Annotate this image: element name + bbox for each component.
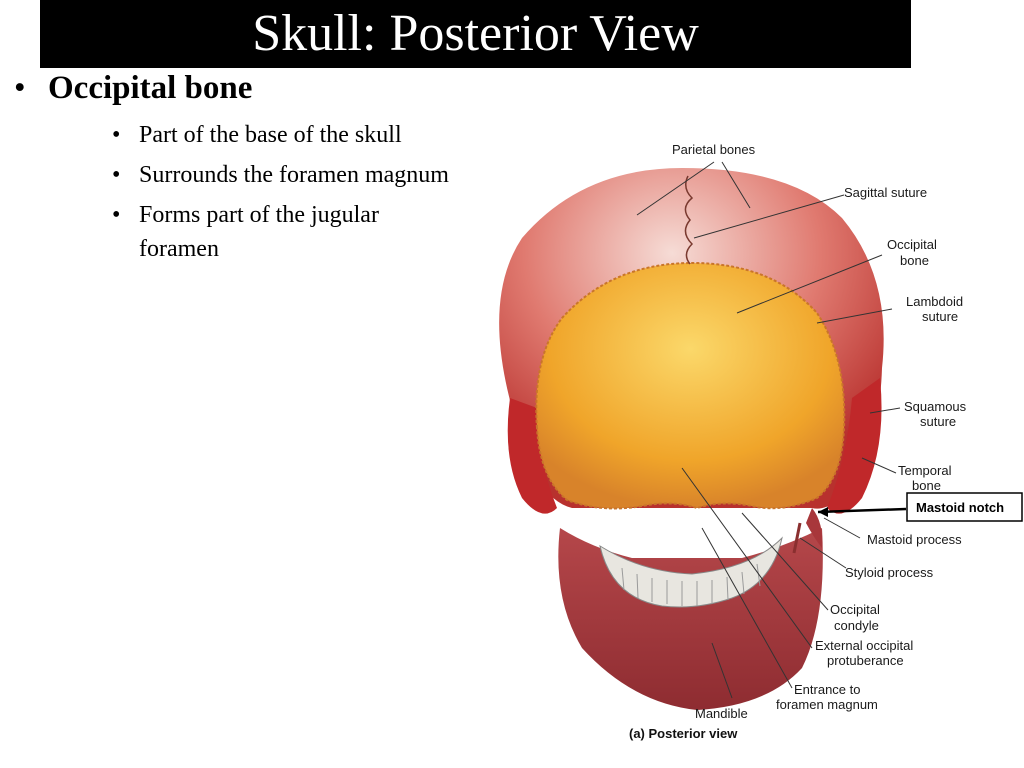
label-temporal-1: Temporal — [898, 463, 952, 478]
label-entrance-2: foramen magnum — [776, 697, 878, 712]
label-styloid: Styloid process — [845, 565, 934, 580]
sub-bullet-item: • Part of the base of the skull — [112, 118, 482, 152]
mandible-shape — [558, 528, 823, 710]
figure-caption: (a) Posterior view — [629, 726, 738, 741]
title-bar: Skull: Posterior View — [40, 0, 911, 68]
bullet-marker: • — [112, 122, 121, 148]
label-parietal: Parietal bones — [672, 142, 756, 157]
label-temporal-2: bone — [912, 478, 941, 493]
label-entrance-1: Entrance to — [794, 682, 861, 697]
styloid-process — [792, 522, 802, 554]
label-occipital-1: Occipital — [887, 237, 937, 252]
sub-bullet-text: Forms part of the jugular foramen — [139, 202, 379, 262]
mastoid-process — [806, 508, 823, 548]
bullet-marker: • — [14, 70, 26, 106]
sub-bullet-item: • Surrounds the foramen magnum — [112, 158, 482, 192]
label-condyle-2: condyle — [834, 618, 879, 633]
skull-figure: Parietal bones Sagittal suture Occipital… — [482, 128, 1024, 748]
sub-bullet-text: Part of the base of the skull — [139, 122, 402, 148]
label-mastoid-process: Mastoid process — [867, 532, 962, 547]
skull-diagram: Parietal bones Sagittal suture Occipital… — [499, 142, 1023, 741]
main-bullet-text: Occipital bone — [48, 70, 253, 106]
slide-title: Skull: Posterior View — [252, 5, 699, 62]
leader-lines — [636, 161, 901, 699]
bullet-marker: • — [112, 162, 121, 188]
mastoid-notch-arrowhead — [818, 507, 828, 517]
main-bullet: • Occipital bone — [14, 70, 252, 107]
label-occipital-2: bone — [900, 253, 929, 268]
label-protuberance-1: External occipital — [815, 638, 913, 653]
teeth-lines — [621, 563, 761, 606]
label-squamous-1: Squamous — [904, 399, 967, 414]
label-mastoid-notch: Mastoid notch — [916, 500, 1004, 515]
sagittal-suture — [684, 175, 694, 265]
mastoid-notch-box — [906, 492, 1023, 522]
label-mandible: Mandible — [695, 706, 748, 721]
temporal-left — [507, 398, 557, 514]
sub-bullet-item: • Forms part of the jugular foramen — [112, 198, 439, 266]
label-sagittal: Sagittal suture — [844, 185, 927, 200]
label-lambdoid-1: Lambdoid — [906, 294, 963, 309]
bullet-marker: • — [112, 202, 121, 228]
temporal-right — [827, 378, 882, 514]
label-protuberance-2: protuberance — [827, 653, 904, 668]
label-condyle-1: Occipital — [830, 602, 880, 617]
occipital-shape — [535, 261, 846, 510]
sub-bullet-list: • Part of the base of the skull • Surround… — [112, 118, 482, 272]
sub-bullet-text: Surrounds the foramen magnum — [139, 162, 449, 188]
label-lambdoid-2: suture — [922, 309, 958, 324]
mastoid-notch-arrow — [817, 507, 907, 514]
label-squamous-2: suture — [920, 414, 956, 429]
